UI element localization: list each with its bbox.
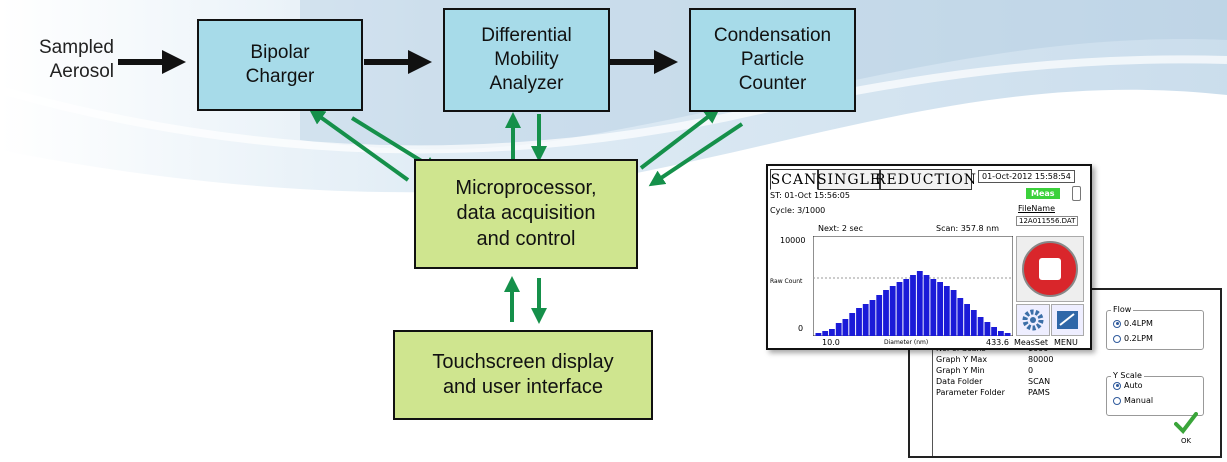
menu-label: MENU bbox=[1054, 338, 1078, 347]
histogram-bar bbox=[835, 323, 842, 336]
histogram-bar bbox=[883, 290, 889, 336]
ok-button[interactable]: OK bbox=[1174, 412, 1198, 448]
scan-screen: SCAN SINGLE REDUCTION 01-Oct-2012 15:58:… bbox=[766, 164, 1092, 350]
datetime-display: 01-Oct-2012 15:58:54 bbox=[978, 170, 1075, 183]
y-axis-zero: 0 bbox=[798, 324, 804, 333]
histogram-bar bbox=[950, 290, 957, 336]
arrow-micro-to-charger bbox=[308, 108, 410, 182]
menu-icon bbox=[1057, 311, 1078, 329]
sampled-aerosol-label: Sampled Aerosol bbox=[39, 37, 114, 82]
histogram-bar bbox=[984, 322, 991, 336]
next-timer: Next: 2 sec bbox=[818, 224, 863, 233]
yscale-option-auto[interactable]: Auto bbox=[1113, 381, 1143, 390]
flow-option-label: 0.4LPM bbox=[1124, 319, 1153, 328]
histogram-bar bbox=[957, 298, 964, 336]
flow-group: Flow 0.4LPM 0.2LPM bbox=[1106, 305, 1204, 350]
stop-button[interactable] bbox=[1016, 236, 1084, 302]
setting-value: 80000 bbox=[1028, 355, 1054, 364]
setting-label: Graph Y Max bbox=[936, 355, 988, 364]
checkmark-icon bbox=[1174, 412, 1198, 435]
histogram-bar bbox=[1004, 333, 1011, 336]
stop-icon bbox=[1022, 241, 1078, 297]
meas-badge: Meas bbox=[1026, 188, 1060, 199]
settings-left-divider bbox=[932, 350, 933, 456]
yscale-group-title: Y Scale bbox=[1111, 371, 1144, 380]
histogram-bar bbox=[916, 271, 923, 336]
radio-empty-icon bbox=[1113, 396, 1121, 405]
yscale-option-manual[interactable]: Manual bbox=[1113, 396, 1153, 405]
histogram-bar bbox=[903, 279, 910, 336]
flow-option-0-4lpm[interactable]: 0.4LPM bbox=[1113, 319, 1153, 328]
histogram-bar bbox=[964, 304, 970, 336]
histogram-bar bbox=[862, 304, 869, 336]
cycle-count: Cycle: 3/1000 bbox=[770, 206, 826, 215]
x-axis-min: 10.0 bbox=[822, 338, 840, 347]
histogram-bar bbox=[822, 331, 829, 336]
histogram-bar bbox=[889, 286, 896, 336]
radio-empty-icon bbox=[1113, 334, 1121, 343]
filename-field[interactable]: 12A011556.DAT bbox=[1016, 216, 1079, 226]
histogram-bar bbox=[943, 286, 950, 336]
arrow-micro-to-cpc bbox=[639, 107, 721, 170]
histogram-bar bbox=[869, 300, 876, 336]
radio-selected-icon bbox=[1113, 319, 1121, 328]
setting-label: Data Folder bbox=[936, 377, 983, 386]
bipolar-charger-box: Bipolar Charger bbox=[197, 19, 363, 111]
histogram-bar bbox=[815, 333, 822, 336]
setting-value: PAMS bbox=[1028, 388, 1050, 397]
histogram-bar bbox=[930, 279, 937, 336]
ok-label: OK bbox=[1181, 437, 1192, 445]
histogram-bar bbox=[856, 308, 862, 336]
dma-box: Differential Mobility Analyzer bbox=[443, 8, 610, 112]
flow-option-0-2lpm[interactable]: 0.2LPM bbox=[1113, 334, 1153, 343]
yscale-option-label: Manual bbox=[1124, 396, 1154, 405]
microprocessor-box: Microprocessor, data acquisition and con… bbox=[414, 159, 638, 269]
setting-value: SCAN bbox=[1028, 377, 1051, 386]
yscale-option-label: Auto bbox=[1124, 381, 1143, 390]
yscale-group: Y Scale Auto Manual bbox=[1106, 371, 1204, 416]
bipolar-charger-label: Bipolar Charger bbox=[245, 41, 315, 87]
touchscreen-label: Touchscreen display and user interface bbox=[432, 350, 614, 398]
measset-label: MeasSet bbox=[1014, 338, 1049, 347]
battery-icon bbox=[1072, 186, 1081, 201]
arrow-cpc-to-micro bbox=[648, 122, 744, 187]
histogram-bar bbox=[998, 331, 1004, 336]
flow-option-label: 0.2LPM bbox=[1124, 334, 1153, 343]
y-axis-max: 10000 bbox=[780, 236, 806, 245]
histogram-bar bbox=[977, 317, 984, 336]
flow-group-title: Flow bbox=[1111, 305, 1134, 314]
histogram-bar bbox=[970, 310, 977, 336]
x-axis-label: Diameter (nm) bbox=[884, 339, 929, 346]
setting-label: Graph Y Min bbox=[936, 366, 985, 375]
histogram-bar bbox=[842, 319, 849, 336]
cpc-label: Condensation Particle Counter bbox=[713, 24, 832, 95]
histogram-bar bbox=[849, 313, 856, 336]
gear-icon bbox=[1022, 309, 1044, 331]
histogram-bar bbox=[829, 329, 835, 336]
histogram-bar bbox=[896, 282, 903, 336]
histogram-bar bbox=[910, 275, 916, 336]
cpc-box: Condensation Particle Counter bbox=[689, 8, 856, 112]
radio-selected-icon bbox=[1113, 381, 1121, 390]
scan-start-time: ST: 01-Oct 15:56:05 bbox=[770, 191, 850, 200]
histogram-bar bbox=[923, 275, 930, 336]
setting-label: Parameter Folder bbox=[936, 388, 1005, 397]
y-axis-label: Raw Count bbox=[770, 278, 803, 285]
tab-scan[interactable]: SCAN bbox=[770, 169, 818, 190]
tab-single[interactable]: SINGLE bbox=[817, 169, 880, 190]
dma-label: Differential Mobility Analyzer bbox=[481, 24, 572, 95]
histogram-bar bbox=[937, 282, 943, 336]
menu-button[interactable] bbox=[1051, 304, 1084, 336]
touchscreen-box: Touchscreen display and user interface bbox=[393, 330, 653, 420]
filename-label: FileName bbox=[1018, 204, 1055, 213]
histogram-bar bbox=[991, 327, 997, 336]
microprocessor-label: Microprocessor, data acquisition and con… bbox=[455, 176, 597, 250]
tab-reduction[interactable]: REDUCTION bbox=[875, 169, 976, 190]
scan-diameter: Scan: 357.8 nm bbox=[936, 224, 999, 233]
x-axis-max: 433.6 bbox=[986, 338, 1009, 347]
setting-value: 0 bbox=[1028, 366, 1034, 375]
measset-button[interactable] bbox=[1016, 304, 1050, 336]
size-distribution-histogram bbox=[813, 236, 1013, 336]
histogram-bar bbox=[876, 295, 883, 336]
